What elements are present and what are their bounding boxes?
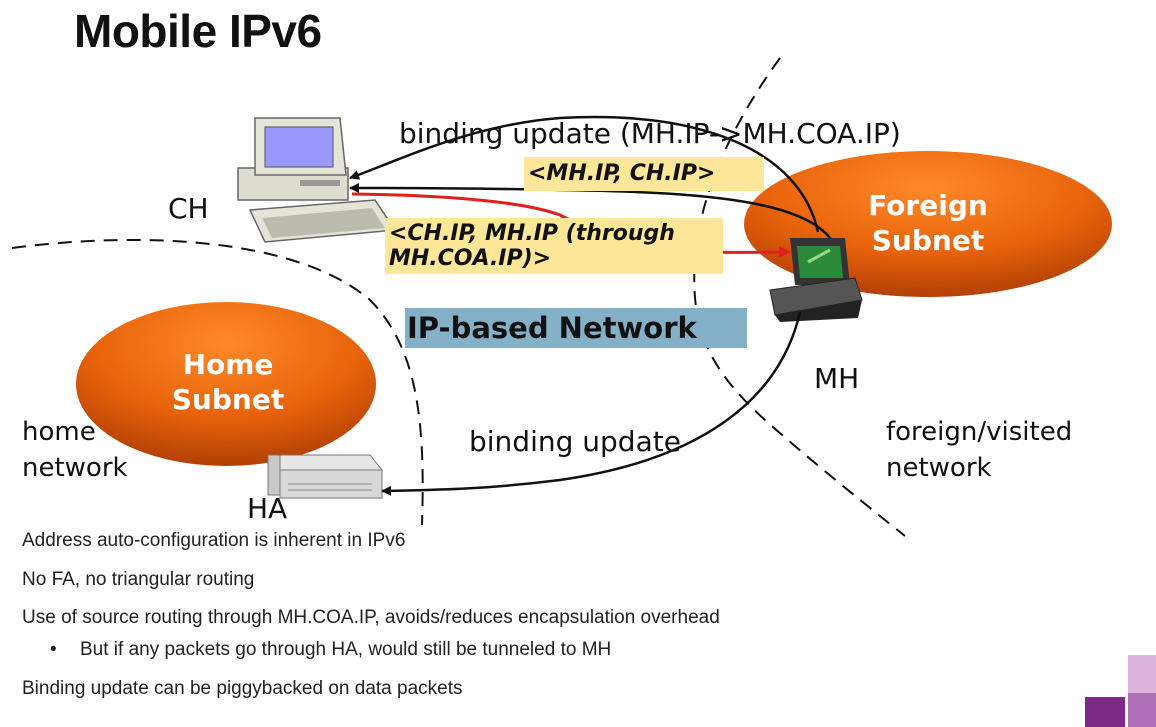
bullet-4-text: But if any packets go through HA, would … xyxy=(80,639,612,660)
decor-square-light-top xyxy=(1128,655,1156,693)
packet-ch-mh-label-line1: <CH.IP, MH.IP (through xyxy=(389,221,675,246)
packet-mh-ch-highlight xyxy=(524,157,764,191)
packet-mh-ch-label: <MH.IP, CH.IP> xyxy=(528,161,716,186)
bullet-1: Address auto-configuration is inherent i… xyxy=(22,530,406,551)
bullet-3: Use of source routing through MH.COA.IP,… xyxy=(22,607,720,628)
bullet-dot-icon: • xyxy=(50,639,57,660)
bullet-5: Binding update can be piggybacked on dat… xyxy=(22,678,463,699)
home-network-label: home network xyxy=(22,417,128,483)
bullet-2: No FA, no triangular routing xyxy=(22,569,255,590)
ha-router-icon xyxy=(266,454,384,499)
home-subnet-label: Home Subnet xyxy=(171,348,285,416)
mh-laptop-icon xyxy=(769,238,863,322)
home-subnet-ellipse xyxy=(76,302,376,466)
binding-update-top-label: binding update (MH.IP->MH.COA.IP) xyxy=(399,117,901,150)
bullet-4-sub: • But if any packets go through HA, would… xyxy=(50,639,611,661)
slide-title: Mobile IPv6 xyxy=(74,5,322,57)
binding-update-arrow-bottom xyxy=(381,311,802,496)
ha-label: HA xyxy=(247,492,288,525)
binding-update-bottom-label: binding update xyxy=(469,425,681,458)
foreign-subnet-label: Foreign Subnet xyxy=(868,189,988,257)
decor-square-dark xyxy=(1085,697,1125,727)
ch-label: CH xyxy=(168,192,209,225)
packet-ch-mh-highlight xyxy=(385,218,723,274)
binding-update-arrow-top xyxy=(349,115,820,233)
ip-based-network-label: IP-based Network xyxy=(405,308,747,348)
decor-square-mid xyxy=(1128,693,1156,727)
home-network-boundary xyxy=(11,238,424,526)
mh-label: MH xyxy=(814,362,860,395)
ch-computer-icon xyxy=(237,117,397,243)
packet-ch-mh-label-line2: MH.COA.IP)> xyxy=(389,246,552,271)
foreign-network-label: foreign/visited network xyxy=(886,417,1073,483)
